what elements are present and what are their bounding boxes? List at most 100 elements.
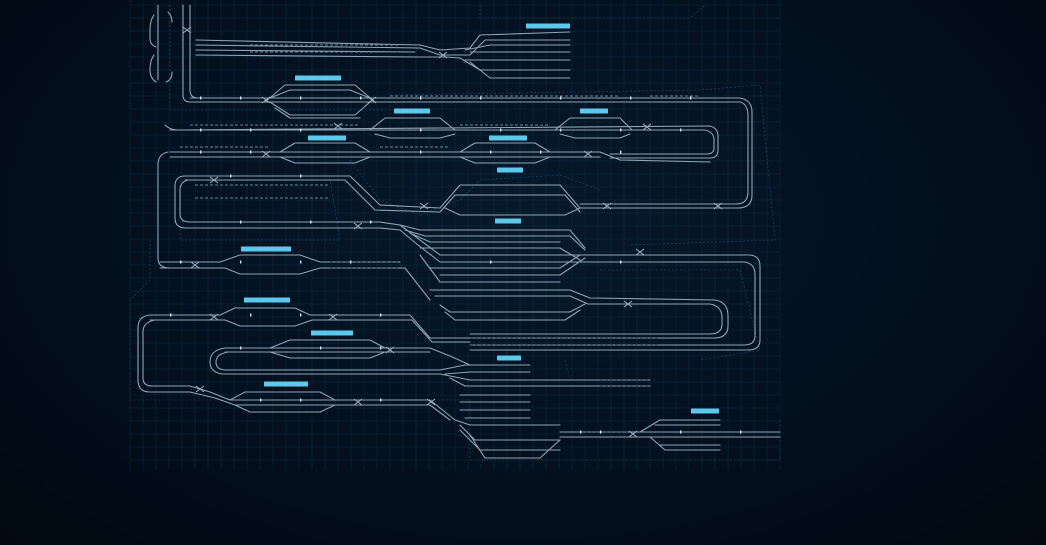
- signal: [680, 430, 682, 434]
- station-labels: [241, 23, 719, 414]
- station-tag[interactable]: [244, 297, 290, 303]
- station-tag-box: [691, 408, 719, 414]
- signal: [620, 150, 622, 154]
- signal: [500, 128, 502, 132]
- station-tag-box: [489, 135, 527, 141]
- station-tag[interactable]: [264, 381, 308, 387]
- station-tag-box: [295, 75, 341, 81]
- signal: [320, 346, 322, 350]
- signal: [300, 398, 302, 402]
- station-tag-box: [394, 108, 430, 114]
- station-tag[interactable]: [497, 355, 521, 361]
- station-tag[interactable]: [489, 135, 527, 141]
- switch-marker: [438, 51, 448, 59]
- signal: [240, 220, 242, 224]
- switch-marker: [713, 202, 723, 210]
- signal: [420, 96, 422, 100]
- station-tag[interactable]: [691, 408, 719, 414]
- signal: [380, 398, 382, 402]
- station-tag[interactable]: [394, 108, 430, 114]
- loop-row-4: [174, 175, 641, 229]
- station-tag-box: [580, 108, 608, 114]
- signal: [310, 220, 312, 224]
- signal: [370, 220, 372, 224]
- switch-marker: [419, 202, 429, 210]
- signal: [620, 128, 622, 132]
- loop-row-1: [189, 84, 753, 209]
- signal: [250, 150, 252, 154]
- background-grid: [129, 0, 781, 470]
- switch-marker: [190, 261, 200, 269]
- station-tag-box: [244, 297, 290, 303]
- switch-marker: [333, 122, 343, 130]
- signal: [240, 96, 242, 100]
- signal: [250, 128, 252, 132]
- switch-marker: [635, 248, 645, 256]
- loop-row-6: [137, 289, 729, 393]
- signal-markers: [170, 96, 742, 434]
- station-tag-box: [497, 355, 521, 361]
- station-tag[interactable]: [495, 218, 521, 224]
- switch-marker: [385, 346, 395, 354]
- signal: [490, 150, 492, 154]
- signal: [420, 128, 422, 132]
- signal: [690, 96, 692, 100]
- station-tag[interactable]: [295, 75, 341, 81]
- switch-marker: [426, 398, 436, 406]
- station-tag-box: [264, 381, 308, 387]
- signal: [680, 128, 682, 132]
- switch-marker: [353, 222, 363, 230]
- signal: [300, 174, 302, 178]
- signal: [420, 150, 422, 154]
- signal: [230, 174, 232, 178]
- signal: [740, 430, 742, 434]
- signal: [200, 128, 202, 132]
- switch-marker: [583, 150, 593, 158]
- signal: [380, 346, 382, 350]
- switch-marker: [628, 430, 638, 438]
- fan-central: [159, 221, 761, 351]
- signal: [600, 430, 602, 434]
- yard-north: [195, 31, 571, 79]
- switch-marker: [182, 26, 192, 34]
- signal: [560, 128, 562, 132]
- station-tag[interactable]: [526, 23, 570, 29]
- switch-marker: [642, 123, 652, 131]
- station-tag[interactable]: [311, 330, 353, 336]
- signal: [560, 96, 562, 100]
- switch-marker: [209, 176, 219, 184]
- station-tag-box: [241, 246, 291, 252]
- signal: [260, 398, 262, 402]
- loop-row-2: [164, 117, 719, 159]
- signal: [180, 260, 182, 264]
- signal: [240, 260, 242, 264]
- north-approach: [149, 4, 266, 103]
- signal: [620, 260, 622, 264]
- station-tag[interactable]: [497, 167, 523, 173]
- signal: [300, 313, 302, 317]
- loop-row-8: [189, 385, 781, 459]
- switch-marker: [367, 96, 377, 104]
- station-tag[interactable]: [308, 135, 346, 141]
- station-tag[interactable]: [580, 108, 608, 114]
- signal: [360, 96, 362, 100]
- station-tag-box: [497, 167, 523, 173]
- signal: [240, 346, 242, 350]
- signal: [380, 313, 382, 317]
- station-tag-box: [526, 23, 570, 29]
- switch-marker: [261, 150, 271, 158]
- signal: [490, 260, 492, 264]
- switch-marker: [353, 398, 363, 406]
- signal: [300, 128, 302, 132]
- loop-row-7: [209, 339, 651, 387]
- signal: [300, 96, 302, 100]
- station-tag[interactable]: [241, 246, 291, 252]
- station-tag-box: [308, 135, 346, 141]
- switch-crossings: [182, 26, 723, 438]
- signal: [350, 260, 352, 264]
- signal: [300, 260, 302, 264]
- signal: [540, 150, 542, 154]
- switch-marker: [209, 313, 219, 321]
- signal: [580, 430, 582, 434]
